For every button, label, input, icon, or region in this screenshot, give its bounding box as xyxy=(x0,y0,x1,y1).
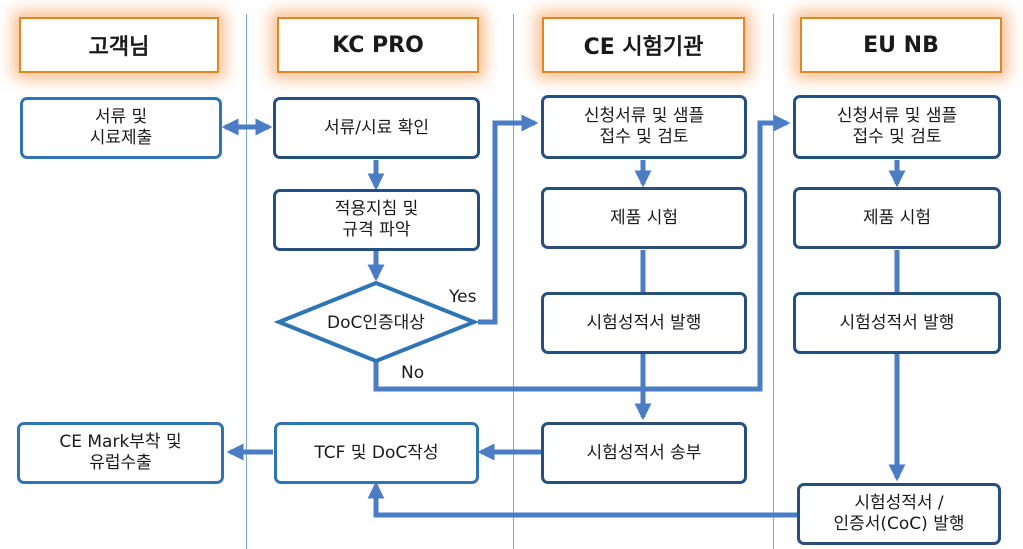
celab-receive-label: 신청서류 및 샘플 접수 및 검토 xyxy=(583,106,705,147)
celab-test-label: 제품 시험 xyxy=(610,207,678,228)
kcpro-confirm-box: 서류/시료 확인 xyxy=(273,97,480,159)
lane-header-eunb-label: EU NB xyxy=(863,32,939,58)
decision-diamond xyxy=(273,280,480,364)
arrow-no-eunb xyxy=(373,114,791,392)
celab-send-label: 시험성적서 송부 xyxy=(586,442,702,463)
lane-header-eunb: EU NB xyxy=(800,17,1002,73)
kcpro-confirm-label: 서류/시료 확인 xyxy=(324,117,429,138)
customer-submit-label: 서류 및 시료제출 xyxy=(89,107,153,148)
eunb-receive-box: 신청서류 및 샘플 접수 및 검토 xyxy=(793,95,1001,159)
no-label: No xyxy=(401,363,424,383)
customer-submit-box: 서류 및 시료제출 xyxy=(20,97,222,159)
kcpro-identify-label: 적용지침 및 규격 파악 xyxy=(334,199,419,240)
eunb-certificate-box: 시험성적서 / 인증서(CoC) 발행 xyxy=(797,483,1001,545)
eunb-report-label: 시험성적서 발행 xyxy=(839,312,955,333)
arrow-yes-celab xyxy=(478,114,539,325)
kcpro-tcf-box: TCF 및 DoC작성 xyxy=(274,422,479,484)
lane-header-customer-label: 고객님 xyxy=(88,35,150,60)
yes-label: Yes xyxy=(448,287,477,307)
lane-header-customer: 고객님 xyxy=(19,17,219,73)
eunb-receive-label: 신청서류 및 샘플 접수 및 검토 xyxy=(836,106,958,147)
eunb-test-box: 제품 시험 xyxy=(793,187,1001,249)
celab-receive-box: 신청서류 및 샘플 접수 및 검토 xyxy=(541,95,747,159)
lane-divider-1 xyxy=(246,14,247,549)
kcpro-tcf-label: TCF 및 DoC작성 xyxy=(314,442,439,463)
lane-header-kcpro: KC PRO xyxy=(277,17,479,73)
eunb-test-label: 제품 시험 xyxy=(863,207,931,228)
kcpro-identify-box: 적용지침 및 규격 파악 xyxy=(273,189,480,251)
arrow-cert-tcf xyxy=(367,481,798,518)
celab-test-box: 제품 시험 xyxy=(541,187,747,249)
eunb-certificate-label: 시험성적서 / 인증서(CoC) 발행 xyxy=(833,493,965,534)
customer-cemark-box: CE Mark부착 및 유럽수출 xyxy=(17,422,224,484)
celab-report-label: 시험성적서 발행 xyxy=(586,312,702,333)
customer-cemark-label: CE Mark부착 및 유럽수출 xyxy=(59,432,182,473)
lane-header-celab: CE 시험기관 xyxy=(542,17,745,73)
decision-label: DoC인증대상 xyxy=(327,313,425,333)
eunb-report-box: 시험성적서 발행 xyxy=(793,292,1001,354)
celab-send-box: 시험성적서 송부 xyxy=(541,422,747,484)
lane-header-celab-label: CE 시험기관 xyxy=(583,35,704,60)
lane-divider-2 xyxy=(513,14,514,549)
celab-report-box: 시험성적서 발행 xyxy=(541,292,747,354)
lane-divider-3 xyxy=(773,14,774,549)
lane-header-kcpro-label: KC PRO xyxy=(332,32,424,58)
